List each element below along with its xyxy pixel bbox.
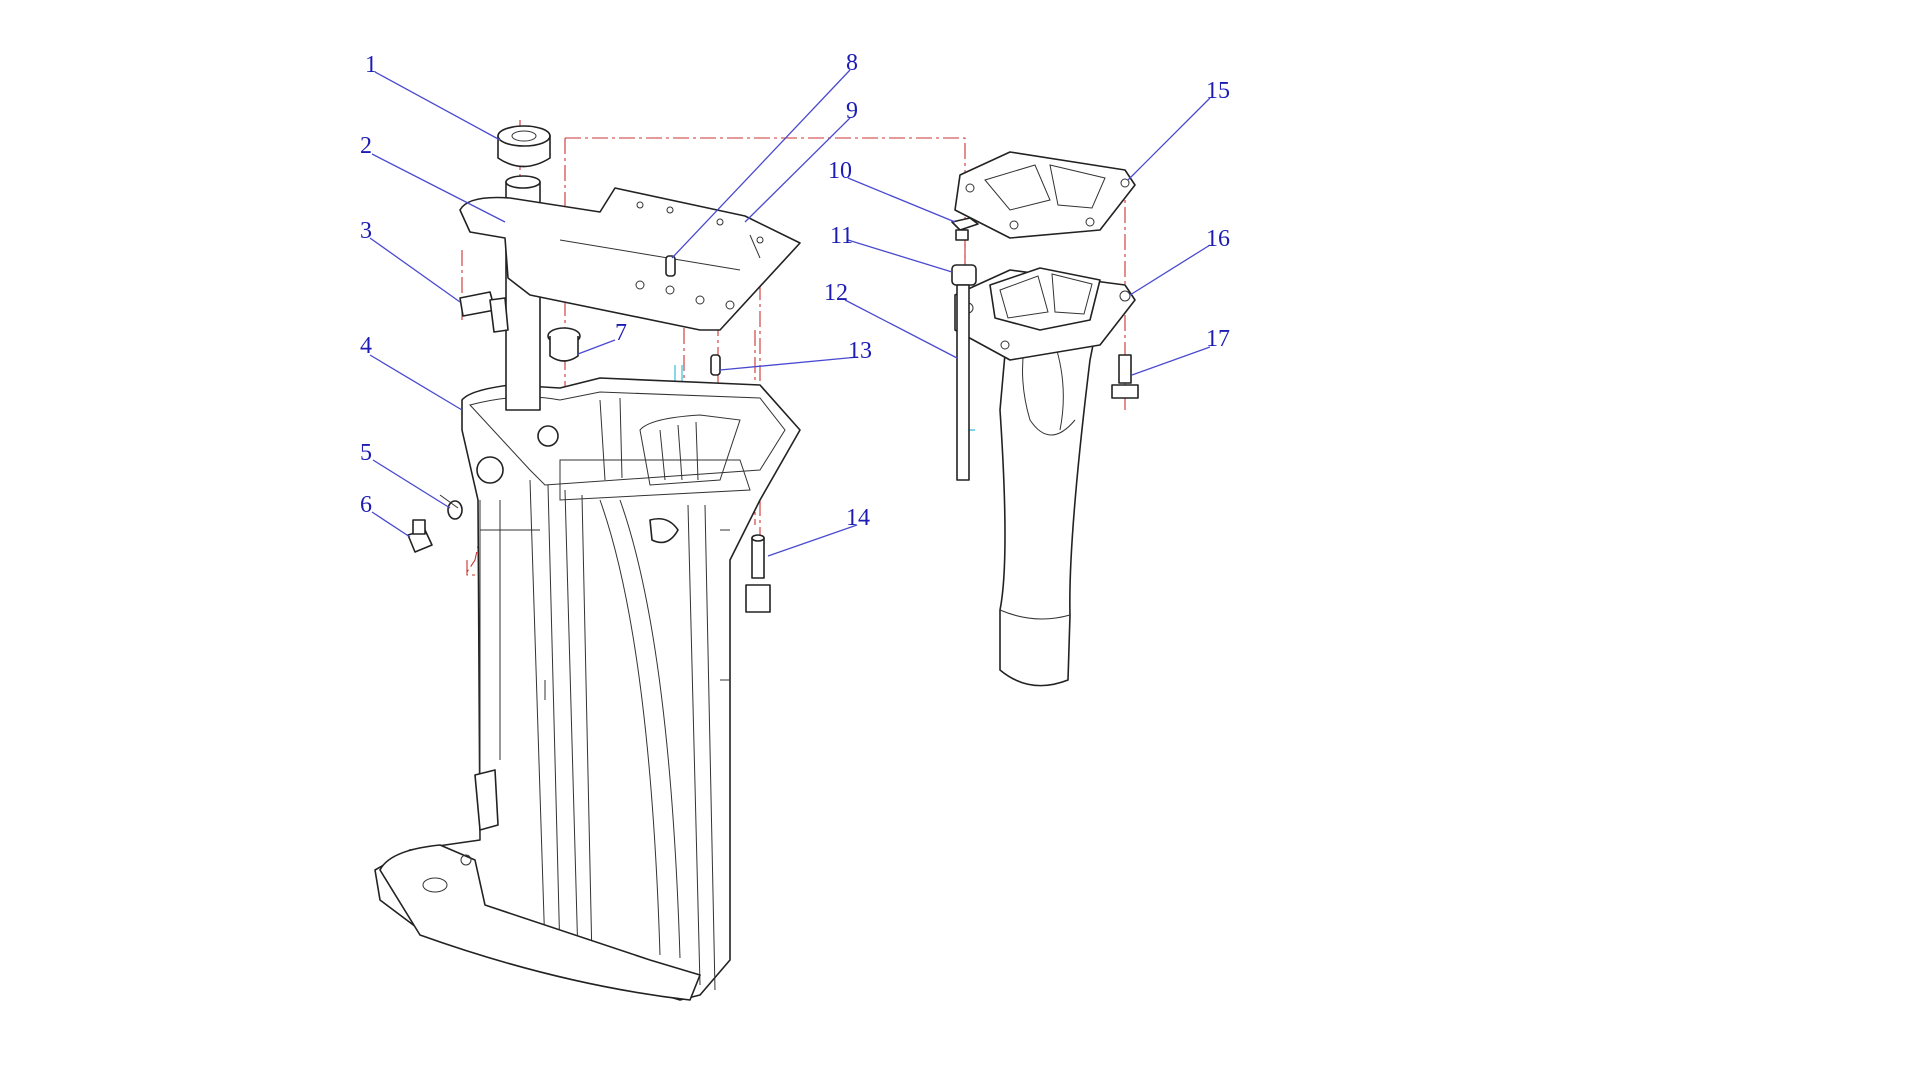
callout-13: 13 [848,338,872,364]
callout-11: 11 [830,223,853,249]
callout-16: 16 [1206,226,1230,252]
callout-1: 1 [365,52,377,78]
callout-8: 8 [846,50,858,76]
callout-4: 4 [360,333,372,359]
callout-15: 15 [1206,78,1230,104]
main-housing-part-4 [374,377,801,1001]
callouts: 1 2 3 4 5 6 7 8 9 10 11 12 13 14 15 16 1… [360,50,1230,531]
callout-2: 2 [360,133,372,159]
exhaust-pipe-part-16 [954,267,1136,687]
gasket-part-15 [954,151,1136,239]
hardware-left [407,255,771,613]
callout-10: 10 [828,158,852,184]
callout-6: 6 [360,492,372,518]
callout-9: 9 [846,98,858,124]
leader-lines [369,69,1211,557]
callout-5: 5 [360,440,372,466]
gasket-part-9 [459,187,801,331]
callout-17: 17 [1206,326,1230,352]
hardware-right [951,217,1139,481]
callout-3: 3 [360,218,372,244]
callout-7: 7 [615,320,627,346]
callout-14: 14 [846,505,870,531]
seal-part-1 [497,125,551,168]
callout-12: 12 [824,280,848,306]
